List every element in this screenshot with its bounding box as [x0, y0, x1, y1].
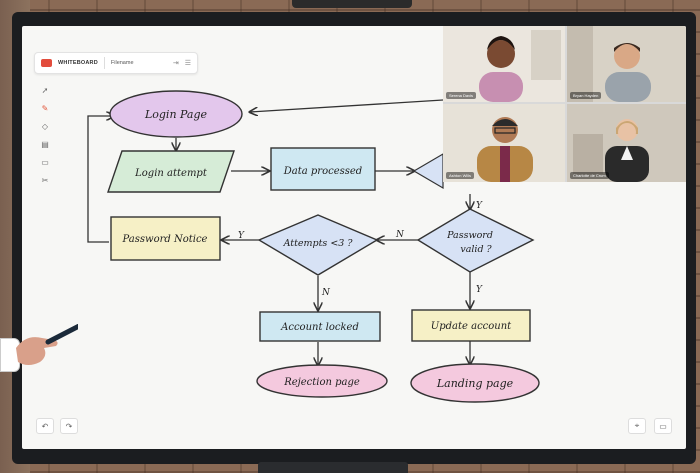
participant-video [443, 104, 565, 182]
text-tool-icon[interactable]: ▤ [41, 140, 49, 149]
view-controls: ⌖ ▭ [628, 418, 672, 434]
app-header: WHITEBOARD Filename ⇥ ☰ [34, 52, 198, 74]
node-login-page[interactable] [109, 90, 243, 138]
edge-notice-to-login [87, 116, 114, 243]
select-tool-icon[interactable]: ➚ [41, 86, 49, 95]
presenter-hand-with-stylus [16, 324, 78, 365]
tool-palette: ➚ ✎ ◇ ▤ ▭ ✂ [36, 84, 54, 187]
node-login-page-label: Login Page [144, 108, 208, 121]
video-call-panel: Serena Davis Bryan Hayden Ashton Wills [443, 26, 686, 182]
video-tile[interactable]: Serena Davis [443, 26, 565, 102]
filename-field[interactable]: Filename [110, 60, 134, 66]
participant-video [567, 26, 686, 102]
whiteboard-logo-icon [41, 59, 52, 67]
scissors-tool-icon[interactable]: ✂ [41, 176, 49, 185]
location-pin-icon[interactable]: ⌖ [628, 418, 646, 434]
redo-icon[interactable]: ↷ [60, 418, 78, 434]
edge-label-no: N [321, 288, 331, 298]
edge-label-yes: Y [238, 231, 245, 241]
node-password-valid-label-1: Password [446, 230, 493, 241]
app-name: WHITEBOARD [58, 60, 98, 66]
node-rejection-page-label: Rejection page [283, 377, 360, 388]
edge-label-no: N [395, 230, 405, 240]
header-divider [103, 57, 105, 69]
edge-video-to-login [250, 99, 444, 112]
participant-video [567, 104, 686, 182]
node-landing-page-label: Landing page [436, 377, 514, 390]
undo-icon[interactable]: ↶ [36, 418, 54, 434]
node-account-locked-label: Account locked [280, 322, 359, 333]
node-password-notice-label: Password Notice [122, 234, 208, 245]
node-password-valid-decision[interactable] [416, 208, 535, 273]
node-hidden-decision[interactable] [412, 152, 444, 190]
participant-name: Ashton Wills [446, 172, 475, 179]
node-attempts-decision[interactable] [257, 214, 379, 276]
eraser-tool-icon[interactable]: ◇ [41, 122, 49, 131]
node-password-valid-label-2: valid ? [460, 244, 492, 255]
menu-icon[interactable]: ☰ [184, 60, 191, 67]
node-account-locked[interactable] [259, 311, 381, 342]
node-landing-page[interactable] [410, 363, 540, 403]
participant-video [443, 26, 565, 102]
node-login-attempt-label: Login attempt [134, 168, 208, 179]
node-data-processed-label: Data processed [283, 166, 362, 177]
comment-tool-icon[interactable]: ▭ [41, 158, 49, 167]
node-rejection-page[interactable] [256, 364, 388, 398]
node-attempts-label: Attempts <3 ? [283, 238, 354, 249]
pen-tool-icon[interactable]: ✎ [41, 104, 49, 113]
video-tile[interactable]: Ashton Wills [443, 104, 565, 182]
participant-name: Bryan Hayden [570, 92, 602, 99]
node-login-attempt[interactable] [107, 150, 235, 193]
video-tile[interactable]: Bryan Hayden [567, 26, 686, 102]
share-icon[interactable]: ⇥ [172, 60, 179, 67]
node-update-account-label: Update account [431, 321, 512, 332]
fullscreen-icon[interactable]: ▭ [654, 418, 672, 434]
edge-label-yes: Y [476, 285, 483, 295]
edge-label-yes: Y [476, 201, 483, 211]
whiteboard-screen: Y N N Y Y Login Page Login attempt Data … [22, 26, 686, 449]
node-update-account[interactable] [411, 309, 531, 342]
node-password-notice[interactable] [110, 216, 221, 261]
camera-bar [292, 0, 412, 8]
participant-name: Charlotte de Crum [570, 172, 609, 179]
display-stand [258, 462, 408, 473]
whiteboard-canvas[interactable]: Y N N Y Y Login Page Login attempt Data … [22, 26, 686, 449]
participant-name: Serena Davis [446, 92, 477, 99]
node-data-processed[interactable] [270, 147, 376, 191]
history-controls: ↶ ↷ [36, 418, 78, 434]
video-tile[interactable]: Charlotte de Crum [567, 104, 686, 182]
